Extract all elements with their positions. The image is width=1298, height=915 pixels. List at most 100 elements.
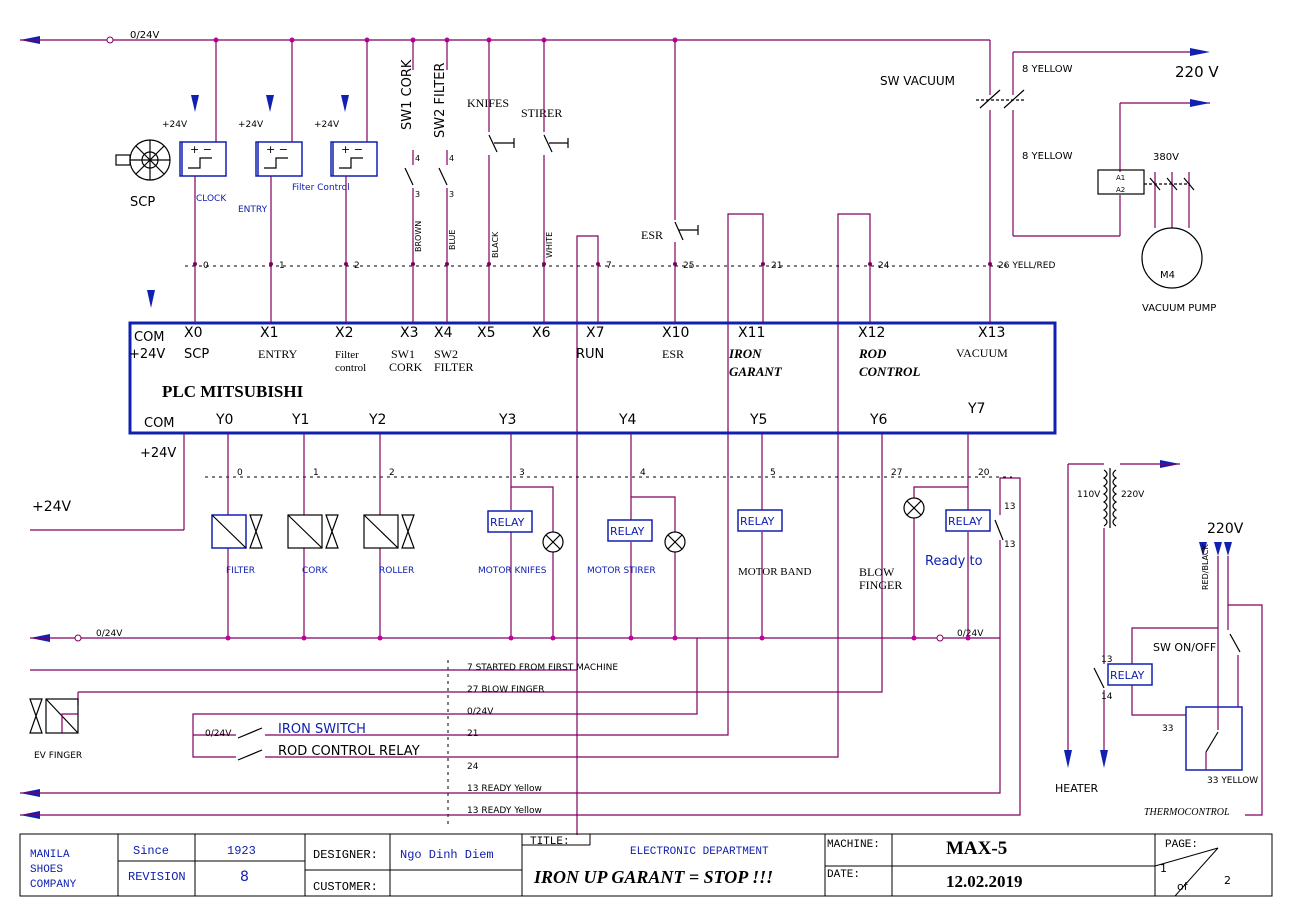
svg-text:SHOES: SHOES	[30, 864, 63, 876]
svg-text:FINGER: FINGER	[859, 578, 902, 592]
svg-text:4: 4	[640, 468, 646, 478]
rail-top-label: 0/24V	[130, 30, 159, 41]
svg-text:+ −: + −	[341, 143, 363, 156]
svg-text:+24V: +24V	[314, 120, 340, 130]
sw1-cork-switch: SW1 CORK 4 3 BROWN	[400, 59, 423, 310]
svg-text:13: 13	[1101, 655, 1112, 665]
svg-text:SW2 FILTER: SW2 FILTER	[433, 63, 448, 138]
svg-text:TITLE:: TITLE:	[530, 836, 570, 848]
svg-text:BLOW: BLOW	[859, 565, 895, 579]
svg-text:ESR: ESR	[662, 347, 684, 361]
svg-text:MACHINE:: MACHINE:	[827, 839, 880, 851]
svg-text:THERMOCONTROL: THERMOCONTROL	[1144, 807, 1230, 818]
svg-text:MANILA: MANILA	[30, 849, 70, 861]
svg-text:GARANT: GARANT	[729, 364, 783, 379]
vacuum-power: 220 V SW VACUUM 8 YELLOW 8 YELLOW A1 A2 …	[880, 48, 1219, 314]
svg-text:RELAY: RELAY	[1110, 669, 1145, 682]
clock-sensor: + − +24V CLOCK	[162, 95, 227, 204]
svg-text:SW1: SW1	[391, 347, 415, 361]
clock-label: CLOCK	[196, 194, 227, 204]
svg-text:110V: 110V	[1077, 490, 1101, 500]
svg-text:BLACK: BLACK	[491, 231, 500, 258]
svg-text:1: 1	[313, 468, 319, 478]
svg-text:0/24V: 0/24V	[205, 729, 232, 739]
svg-text:SCP: SCP	[184, 347, 209, 362]
svg-text:7 STARTED FROM FIRST MACHINE: 7 STARTED FROM FIRST MACHINE	[467, 663, 618, 673]
svg-text:8: 8	[240, 869, 249, 885]
svg-text:MOTOR KNIFES: MOTOR KNIFES	[478, 566, 547, 576]
svg-text:X12: X12	[858, 325, 885, 341]
roller-valve: ROLLER	[363, 514, 415, 576]
sw2-filter-switch: SW2 FILTER 4 3 BLUE	[433, 63, 457, 310]
svg-text:+ −: + −	[266, 143, 288, 156]
svg-text:ESR: ESR	[641, 228, 663, 242]
svg-text:X11: X11	[738, 325, 765, 341]
svg-text:20: 20	[978, 468, 990, 478]
relay-motor-knifes: RELAY MOTOR KNIFES	[478, 510, 564, 576]
svg-text:KNIFES: KNIFES	[467, 96, 509, 110]
svg-text:3: 3	[415, 190, 420, 199]
heater-section: 110V 220V 13 14 HEATER 220V RED/BLACK SW…	[1055, 460, 1263, 818]
svg-text:Y6: Y6	[869, 412, 888, 428]
svg-text:X3: X3	[400, 325, 419, 341]
svg-text:+24V: +24V	[129, 347, 165, 362]
svg-text:PAGE:: PAGE:	[1165, 839, 1198, 851]
svg-text:+24V: +24V	[238, 120, 264, 130]
svg-text:ROD: ROD	[858, 346, 887, 361]
v380-label: 380V	[1153, 152, 1179, 163]
svg-text:X1: X1	[260, 325, 279, 341]
filter-control-label: Filter Control	[292, 183, 350, 193]
relay-motor-band: RELAY MOTOR BAND	[737, 509, 812, 578]
vacuum-pump-label: VACUUM PUMP	[1142, 303, 1216, 314]
svg-text:Y7: Y7	[967, 401, 985, 417]
sw-vacuum-label: SW VACUUM	[880, 74, 955, 88]
ev-finger-valve: EV FINGER	[29, 692, 82, 761]
svg-text:A1: A1	[1116, 174, 1125, 182]
svg-text:Y2: Y2	[368, 412, 386, 428]
plc-com-in: COM	[134, 330, 165, 345]
svg-text:1: 1	[1160, 862, 1167, 875]
svg-text:RELAY: RELAY	[610, 525, 645, 538]
svg-text:CUSTOMER:: CUSTOMER:	[313, 880, 378, 894]
yellow-b: 8 YELLOW	[1022, 151, 1073, 162]
top-rail: 0/24V	[20, 30, 991, 95]
svg-text:Y4: Y4	[618, 412, 637, 428]
svg-text:FILTER: FILTER	[226, 566, 255, 576]
svg-text:STIRER: STIRER	[521, 106, 562, 120]
svg-text:4: 4	[415, 154, 420, 163]
svg-text:+24V: +24V	[162, 120, 188, 130]
svg-text:2: 2	[389, 468, 395, 478]
plc-block: COM +24V PLC MITSUBISHI X0 X1 X2 X3 X4 X…	[128, 290, 1057, 461]
vacuum-pump-motor: M4 VACUUM PUMP	[1141, 227, 1216, 314]
svg-text:SW2: SW2	[434, 347, 458, 361]
svg-text:X13: X13	[978, 325, 1005, 341]
svg-text:WHITE: WHITE	[545, 232, 554, 258]
svg-text:220V: 220V	[1121, 490, 1145, 500]
svg-text:21: 21	[771, 261, 782, 271]
svg-text:MOTOR STIRER: MOTOR STIRER	[587, 566, 656, 576]
svg-text:0/24V: 0/24V	[96, 629, 123, 639]
svg-text:COMPANY: COMPANY	[30, 879, 77, 891]
filter-control-sensor: + − +24V Filter Control	[292, 95, 378, 193]
svg-text:ROD CONTROL RELAY: ROD CONTROL RELAY	[278, 744, 420, 759]
svg-text:IRON SWITCH: IRON SWITCH	[278, 722, 366, 737]
svg-text:REVISION: REVISION	[128, 870, 186, 884]
svg-text:27 BLOW FINGER: 27 BLOW FINGER	[467, 685, 545, 695]
svg-text:RUN: RUN	[576, 347, 604, 362]
svg-text:3: 3	[449, 190, 454, 199]
svg-text:12.02.2019: 12.02.2019	[946, 872, 1023, 891]
contactor: A1 A2 380V	[1097, 152, 1195, 228]
svg-text:+24V: +24V	[140, 446, 176, 461]
svg-text:Ngo Dinh Diem: Ngo Dinh Diem	[400, 848, 494, 862]
scp-sensor: SCP	[115, 139, 171, 210]
svg-text:SW ON/OFF: SW ON/OFF	[1153, 641, 1216, 654]
bottom-rail: 0/24V 0/24V	[30, 629, 1000, 642]
svg-text:control: control	[335, 362, 366, 374]
svg-text:EV FINGER: EV FINGER	[34, 751, 82, 761]
svg-text:0: 0	[203, 261, 209, 271]
svg-text:13 READY Yellow: 13 READY Yellow	[467, 806, 542, 816]
relay-ready: RELAY Ready to 13 13	[448, 477, 1021, 816]
svg-text:14: 14	[1101, 692, 1113, 702]
svg-text:X0: X0	[184, 325, 203, 341]
